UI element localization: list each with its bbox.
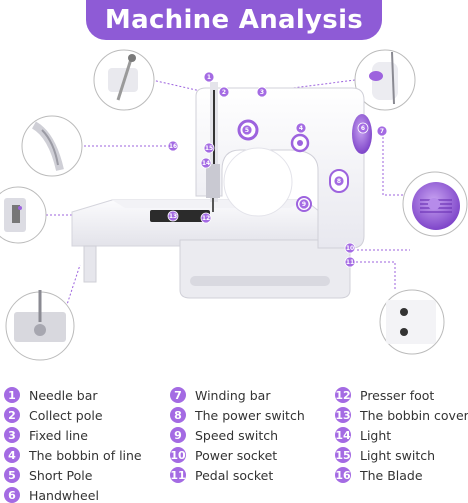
legend-label: The bobbin of line: [29, 447, 142, 463]
marker-11: 11: [344, 256, 356, 268]
legend-badge: 10: [170, 447, 186, 463]
svg-text:2: 2: [222, 89, 226, 96]
marker-13: 13: [167, 210, 179, 222]
legend-label: Short Pole: [29, 467, 93, 483]
inset-handwheel: [402, 171, 468, 237]
marker-4: 4: [295, 122, 307, 134]
inset-collect-pole: [354, 49, 416, 111]
svg-text:4: 4: [299, 125, 303, 132]
legend-item-11: 11 Pedal socket: [170, 467, 273, 483]
svg-text:7: 7: [380, 128, 384, 135]
svg-text:1: 1: [207, 74, 211, 81]
svg-text:3: 3: [260, 89, 264, 96]
machine-body: [179, 82, 372, 299]
legend-badge: 13: [335, 407, 351, 423]
marker-6: 6: [357, 122, 369, 134]
legend-badge: 8: [170, 407, 186, 423]
marker-8: 8: [333, 175, 345, 187]
legend-item-6: 6 Handwheel: [4, 487, 99, 503]
marker-7: 7: [376, 125, 388, 137]
legend-label: The bobbin cover: [360, 407, 468, 423]
machine-illustration: 1 2 3 4 5 6 7 8 9 10 11 12 13 14 15 16: [0, 49, 468, 361]
legend-item-1: 1 Needle bar: [4, 387, 98, 403]
marker-9: 9: [298, 198, 310, 210]
legend-badge: 4: [4, 447, 20, 463]
legend-badge: 3: [4, 427, 20, 443]
legend-item-16: 16 The Blade: [335, 467, 423, 483]
svg-text:5: 5: [245, 127, 249, 134]
legend-item-13: 13 The bobbin cover: [335, 407, 468, 423]
svg-text:15: 15: [205, 145, 213, 152]
inset-bobbin: [5, 290, 75, 361]
inset-presser-foot: [0, 186, 47, 244]
legend-badge: 12: [335, 387, 351, 403]
inset-winding-bar: [93, 49, 155, 111]
marker-14: 14: [200, 157, 212, 169]
legend-item-14: 14 Light: [335, 427, 391, 443]
legend-item-7: 7 Winding bar: [170, 387, 270, 403]
legend-label: Handwheel: [29, 487, 99, 503]
legend-badge: 9: [170, 427, 186, 443]
legend-badge: 2: [4, 407, 20, 423]
legend-item-3: 3 Fixed line: [4, 427, 88, 443]
legend-label: Speed switch: [195, 427, 279, 443]
legend-badge: 1: [4, 387, 20, 403]
legend-label: The power switch: [195, 407, 305, 423]
page-title: Machine Analysis: [104, 5, 364, 35]
inset-power-socket: [379, 289, 445, 355]
legend-badge: 7: [170, 387, 186, 403]
legend-label: Fixed line: [29, 427, 88, 443]
legend-label: Pedal socket: [195, 467, 274, 483]
svg-text:12: 12: [202, 215, 210, 222]
legend-badge: 15: [335, 447, 351, 463]
legend-item-10: 10 Power socket: [170, 447, 277, 463]
marker-5: 5: [241, 124, 253, 136]
legend-item-2: 2 Collect pole: [4, 407, 103, 423]
svg-text:16: 16: [169, 143, 177, 150]
legend-badge: 5: [4, 467, 20, 483]
legend-item-8: 8 The power switch: [170, 407, 305, 423]
part-markers: 1 2 3 4 5 6 7 8 9 10 11 12 13 14 15 16: [167, 71, 388, 268]
marker-1: 1: [203, 71, 215, 83]
legend-label: The Blade: [360, 467, 423, 483]
legend-label: Light: [360, 427, 392, 443]
marker-10: 10: [344, 242, 356, 254]
marker-16: 16: [167, 140, 179, 152]
legend-badge: 11: [170, 467, 186, 483]
legend-label: Presser foot: [360, 387, 435, 403]
legend-item-5: 5 Short Pole: [4, 467, 92, 483]
svg-text:9: 9: [302, 201, 306, 208]
legend-item-15: 15 Light switch: [335, 447, 435, 463]
svg-text:8: 8: [337, 178, 341, 185]
marker-15: 15: [203, 142, 215, 154]
legend-item-12: 12 Presser foot: [335, 387, 434, 403]
marker-12: 12: [200, 212, 212, 224]
title-banner: Machine Analysis: [86, 0, 382, 40]
svg-text:14: 14: [202, 160, 210, 167]
legend-label: Winding bar: [195, 387, 271, 403]
svg-text:6: 6: [361, 125, 365, 132]
legend-item-9: 9 Speed switch: [170, 427, 278, 443]
svg-text:10: 10: [346, 245, 354, 252]
legend-badge: 16: [335, 467, 351, 483]
legend-label: Power socket: [195, 447, 278, 463]
legend-label: Collect pole: [29, 407, 103, 423]
legend-item-4: 4 The bobbin of line: [4, 447, 142, 463]
svg-text:11: 11: [346, 259, 354, 266]
legend-label: Needle bar: [29, 387, 98, 403]
svg-text:13: 13: [169, 213, 177, 220]
marker-3: 3: [256, 86, 268, 98]
legend-badge: 6: [4, 487, 20, 503]
marker-2: 2: [218, 86, 230, 98]
inset-blade: [21, 115, 83, 177]
legend-badge: 14: [335, 427, 351, 443]
legend-label: Light switch: [360, 447, 436, 463]
